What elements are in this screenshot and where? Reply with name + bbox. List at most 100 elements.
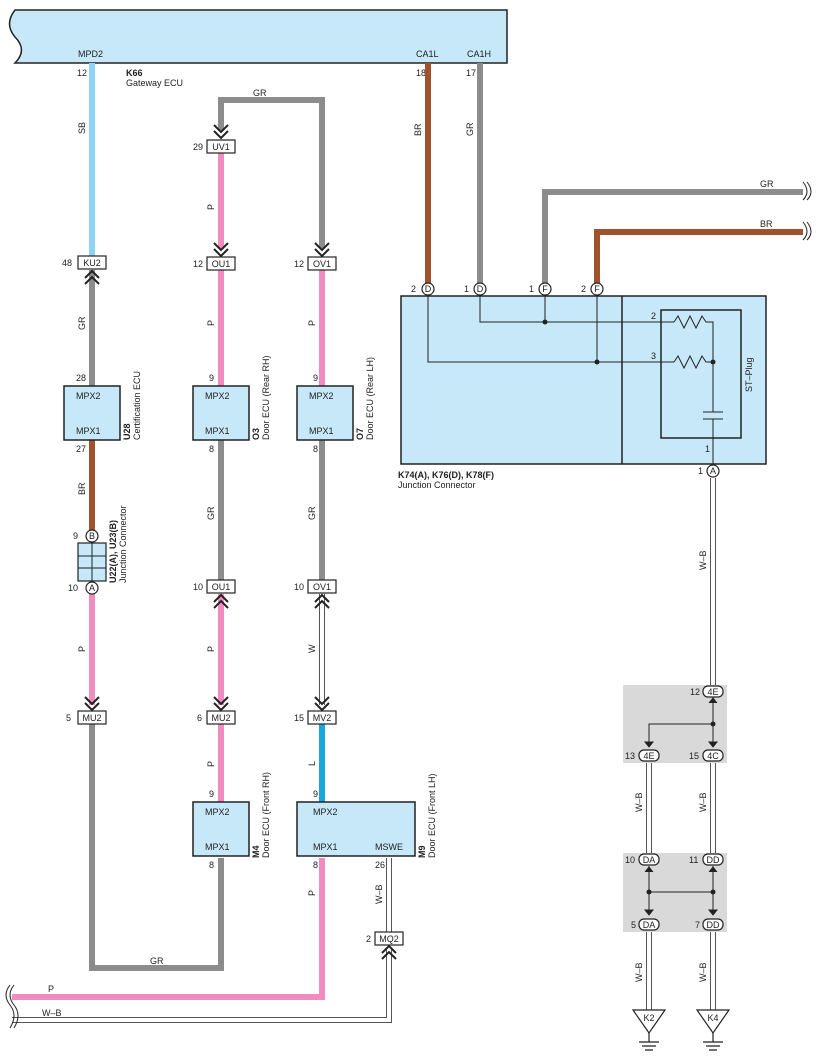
terminal-letter: A <box>710 466 716 476</box>
connector-pin: 12 <box>193 259 203 269</box>
connector-mq2: MQ2 2 <box>366 931 404 960</box>
block-arrow-icon <box>643 909 655 916</box>
component-pin-num-top: 9 <box>313 373 318 383</box>
component-code: M9 <box>417 845 427 858</box>
junction-terminal-letter-a: A <box>89 583 95 593</box>
connector-chevron-icon <box>314 593 330 609</box>
component-o7: MPX2 MPX1 9 8 O7 Door ECU (Rear LH) <box>296 357 375 454</box>
wire-label-wb-k74: W–B <box>698 550 708 570</box>
connector-chevron-icon <box>314 696 330 712</box>
terminal-letter: F <box>542 284 548 294</box>
junction-terminal-b <box>85 529 99 543</box>
component-pin-bottom: MPX1 <box>205 426 230 436</box>
block-arrow-icon <box>643 741 655 748</box>
component-code: M4 <box>251 845 261 858</box>
wire-label-w: W <box>307 644 317 653</box>
component-pin-bottom: MPX1 <box>309 426 334 436</box>
wire-label-p: P <box>77 646 87 652</box>
block-terminal-4c <box>702 749 724 762</box>
connector-ou1-top: OU1 12 <box>193 242 236 271</box>
component-name: Door ECU (Front LH) <box>427 773 437 858</box>
component-pin-num-bottom: 8 <box>209 860 214 870</box>
junction-u22-u23: B A 9 10 U22(A), U23(B) Junction Connect… <box>68 505 128 595</box>
inner-pin: 2 <box>651 311 656 321</box>
wire-label-l: L <box>307 761 317 766</box>
component-pin-top: MPX2 <box>205 391 230 401</box>
wire-label-br: BR <box>77 482 87 495</box>
component-pin-num-top: 9 <box>209 373 214 383</box>
component-name: Door ECU (Rear LH) <box>365 357 375 440</box>
block-arrow-icon <box>707 909 719 916</box>
component-pin-top: MPX2 <box>309 391 334 401</box>
connector-uv1: UV1 29 <box>193 124 236 154</box>
block-terminal-pin: 10 <box>625 855 635 865</box>
connector-chevron-icon <box>381 944 397 960</box>
terminal-num: 1 <box>529 284 534 294</box>
component-pin-num-top: 28 <box>76 373 86 383</box>
block-terminal-pin: 7 <box>695 920 700 930</box>
splice-dot <box>646 889 652 895</box>
component-m9: MPX2 MPX1 MSWE 9 8 26 M9 Door ECU (Front… <box>296 773 437 870</box>
connector-label: MQ2 <box>379 934 399 944</box>
component-o3: MPX2 MPX1 9 8 O3 Door ECU (Rear RH) <box>192 355 271 454</box>
connector-mv2: MV2 15 <box>294 696 337 725</box>
component-pin-num-bottom: 8 <box>209 444 214 454</box>
gateway-pin-name-ca1h: CA1H <box>467 49 491 59</box>
gateway-name: Gateway ECU <box>126 78 183 88</box>
wire-label-p-ov1: P <box>307 320 317 326</box>
splice-dot <box>542 319 548 325</box>
gateway-pin-num-18: 18 <box>416 68 426 78</box>
terminal-num: 1 <box>698 466 703 476</box>
block-terminal-dd-bottom <box>702 918 724 931</box>
block-terminal-label: DA <box>643 920 656 930</box>
junction-code: U22(A), U23(B) <box>108 520 118 583</box>
wire-wb-mq2-bottom <box>12 948 392 1023</box>
connector-label: KU2 <box>83 258 101 268</box>
block-terminal-label: DA <box>643 855 656 865</box>
block-terminal-label: 4E <box>707 687 718 697</box>
wire-label-gr-o3: GR <box>206 506 216 520</box>
wire-break-right <box>802 181 812 241</box>
block-terminal-label: DD <box>707 920 720 930</box>
block-arrow-icon <box>708 866 718 873</box>
block-arrow-icon <box>708 697 718 704</box>
inner-pin: 3 <box>651 351 656 361</box>
inner-pin: 1 <box>705 444 710 454</box>
junction-block-da-dd: DA 10 DD 11 DA 5 DD 7 <box>623 853 727 932</box>
wire-label-gr: GR <box>77 316 87 330</box>
connector-pin: 12 <box>294 259 304 269</box>
connector-pin: 10 <box>193 582 203 592</box>
terminal-letter: F <box>594 284 600 294</box>
block-terminal-label: DD <box>707 855 720 865</box>
component-pin-top: MPX2 <box>76 391 101 401</box>
wire-label-p-m4: P <box>206 761 216 767</box>
connector-label: OU1 <box>212 259 231 269</box>
connector-mu2-mid: MU2 6 <box>197 696 236 725</box>
block-terminal-label: 4E <box>643 751 654 761</box>
wire-label-wb-da: W–B <box>634 962 644 982</box>
wire-label-sb: SB <box>77 122 87 134</box>
component-pin-num-top: 9 <box>209 789 214 799</box>
connector-pin: 29 <box>193 142 203 152</box>
connector-chevron-icon <box>213 593 229 609</box>
wire-br-right-k78 <box>594 229 803 283</box>
connector-label: MV2 <box>313 713 332 723</box>
component-pin-bottom: MPX1 <box>76 426 101 436</box>
splice-dot <box>710 889 716 895</box>
connector-label: OV1 <box>313 582 331 592</box>
ground-icon <box>631 1009 667 1035</box>
connector-ku2: KU2 48 <box>62 255 107 285</box>
wire-p-m9-bottom <box>12 858 325 1000</box>
component-pin-num-bottom: 8 <box>313 444 318 454</box>
splice-dot <box>594 359 600 365</box>
wire-label-br-right: BR <box>760 219 773 229</box>
wire-label-p-m9: P <box>307 890 317 896</box>
wire-gr-uv1-ov1 <box>218 97 325 248</box>
block-arrow-icon <box>644 866 654 873</box>
gateway-pin-name-mpd2: MPD2 <box>78 49 103 59</box>
junction-pin-a: 10 <box>68 583 78 593</box>
wire-label-gr-ca1h: GR <box>465 122 475 136</box>
block-terminal-da-top <box>638 853 660 866</box>
gateway-pin-name-ca1l: CA1L <box>416 49 439 59</box>
block-terminal-4e-top <box>702 685 724 698</box>
